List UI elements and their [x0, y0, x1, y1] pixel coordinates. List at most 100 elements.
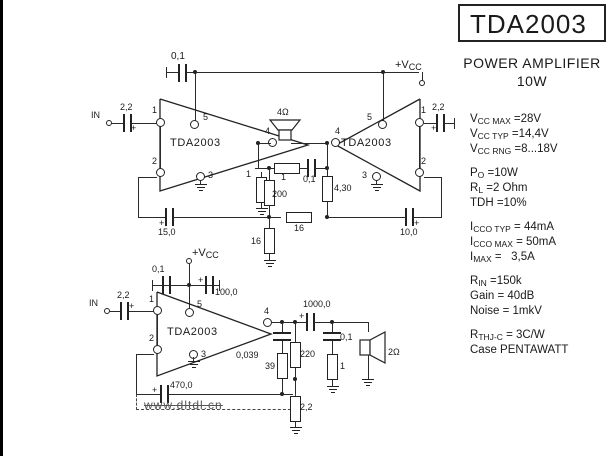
label-r-zobel-39: 39	[265, 361, 276, 371]
wire-supply-big-right-stub	[219, 280, 220, 291]
wire-supply-bottom-right	[189, 285, 219, 286]
label-input-bottom: IN	[89, 298, 98, 308]
label-r-4-30: 4,30	[334, 183, 352, 193]
wire-coupling-to-speaker	[314, 322, 368, 323]
spec-symbol: I	[470, 236, 474, 248]
pin-label-5-left: 5	[203, 112, 209, 122]
wire-fbcap-to-r22	[168, 394, 293, 395]
title-block-frame	[458, 4, 606, 42]
wire-pin1-right-to-cap	[424, 123, 436, 124]
wire-pin4-left-down	[258, 143, 259, 169]
spec-subscript: CCO	[473, 239, 493, 249]
spec-row: VCC TYP =14,4V	[470, 127, 606, 142]
label-c-input-right: 2,2	[432, 102, 445, 112]
wire-supply-rail	[187, 72, 419, 73]
spec-symbol: I	[470, 221, 474, 233]
resistor-rc-branch	[274, 163, 300, 174]
polarity-plus-fb-right: +	[414, 218, 420, 228]
resistor-220	[290, 342, 301, 368]
polarity-plus-output-coupling: +	[299, 311, 305, 321]
wire-pin3-left-gnd	[200, 180, 201, 185]
wire-pin1-to-pin2-right	[419, 127, 420, 168]
wire-fbcap-to-bus-left	[173, 217, 281, 218]
wire-to-coupling-cap	[295, 322, 306, 323]
terminal-supply-positive-bottom	[186, 258, 192, 264]
spec-subscript: L	[478, 185, 484, 195]
polarity-plus-input-left: +	[131, 123, 137, 133]
pin-label-3-bottom: 3	[201, 349, 207, 359]
wire-16v-bottom	[269, 254, 270, 261]
wire-zobel-mid	[282, 341, 283, 353]
resistor-zobel-39	[277, 353, 288, 379]
capacitor-supply-small-bottom	[162, 276, 171, 294]
wire-200-bottom	[269, 205, 270, 217]
capacitor-input-bottom	[120, 302, 129, 320]
capacitor-zobel-bottom	[273, 332, 291, 341]
spec-row: Gain = 40dB	[470, 289, 606, 304]
wire-fbcap-right-b	[414, 217, 442, 218]
spec-row: Noise = 1mkV	[470, 304, 606, 319]
spec-subscript: CC	[477, 131, 490, 141]
pin-label-4-right: 4	[335, 126, 341, 136]
wire-220-top	[295, 322, 296, 342]
spec-row: RL =2 Ohm	[470, 181, 606, 196]
spec-value: =14,4V	[508, 128, 549, 140]
wire-supply-cap-left	[166, 72, 179, 73]
label-input-left: IN	[91, 110, 100, 120]
spec-value: = 3,5A	[491, 251, 535, 263]
spec-symbol: P	[470, 167, 478, 179]
wire-supply-bottom-down	[189, 264, 190, 285]
terminal-input-bottom	[104, 308, 110, 314]
wire-zobel-bottom	[282, 379, 283, 394]
label-r-16-vertical: 16	[251, 236, 262, 246]
spec-row: PO =10W	[470, 166, 606, 181]
wire-supply-terminal-stub	[422, 72, 423, 81]
label-r-220: 220	[300, 349, 316, 359]
polarity-plus-supply-big: +	[198, 275, 204, 285]
capacitor-hf-out	[323, 332, 341, 341]
spec-value: =8...18V	[511, 143, 558, 155]
pin-5-bottom-ic	[185, 308, 194, 317]
spec-qualifier: TYP	[489, 131, 509, 141]
resistor-16-horizontal	[286, 212, 312, 223]
subtitle-line-1: POWER AMPLIFIER	[463, 55, 601, 71]
label-r-2-2: 2,2	[300, 402, 313, 412]
wire-to-fbcap-bottom	[136, 394, 160, 395]
ground-rfb-left	[256, 208, 268, 215]
wire-4-30-bottom	[327, 201, 328, 217]
wire-speaker-right-lead	[291, 143, 327, 144]
wire-pin3-bottom-gnd	[193, 357, 194, 362]
spec-row: IMAX = 3,5A	[470, 250, 606, 265]
resistor-16-vertical	[264, 228, 275, 254]
spec-qualifier: MAX	[489, 116, 511, 126]
pin-4-bottom-ic	[263, 318, 272, 327]
pin-label-4-left: 4	[265, 126, 271, 136]
spec-symbol: R	[470, 329, 479, 341]
spec-row: ICCO MAX = 50mA	[470, 235, 606, 250]
capacitor-rc-branch	[307, 159, 316, 177]
pin-label-3-left: 3	[208, 170, 214, 180]
junction-r220-r22	[293, 377, 297, 381]
pin-5-right-ic	[378, 120, 387, 129]
ground-r22	[290, 427, 302, 434]
spec-value: =2 Ohm	[483, 182, 528, 194]
wire-cap-to-pin1-left	[131, 123, 157, 124]
wire-pin2-right-horizontal	[424, 177, 441, 178]
ic-right-label: TDA2003	[341, 137, 392, 149]
spec-symbol: V	[470, 143, 478, 155]
spec-value: = 1mkV	[499, 305, 542, 317]
speaker-2-ohm	[358, 330, 388, 366]
spec-row: RTHJ-C = 3C/W	[470, 328, 606, 343]
wire-cap-right-tail	[444, 123, 454, 124]
spec-row: ICCO TYP = 44mA	[470, 220, 606, 235]
pin-4-left-ic	[268, 138, 277, 147]
capacitor-input-left	[123, 114, 132, 132]
ic-left-tda2003: TDA2003	[148, 95, 328, 195]
spec-symbol: V	[470, 128, 478, 140]
wire-rfb-left-bottom	[261, 203, 262, 209]
capacitor-input-right	[436, 114, 445, 132]
supply-label-bridge: +VCC	[395, 59, 422, 72]
